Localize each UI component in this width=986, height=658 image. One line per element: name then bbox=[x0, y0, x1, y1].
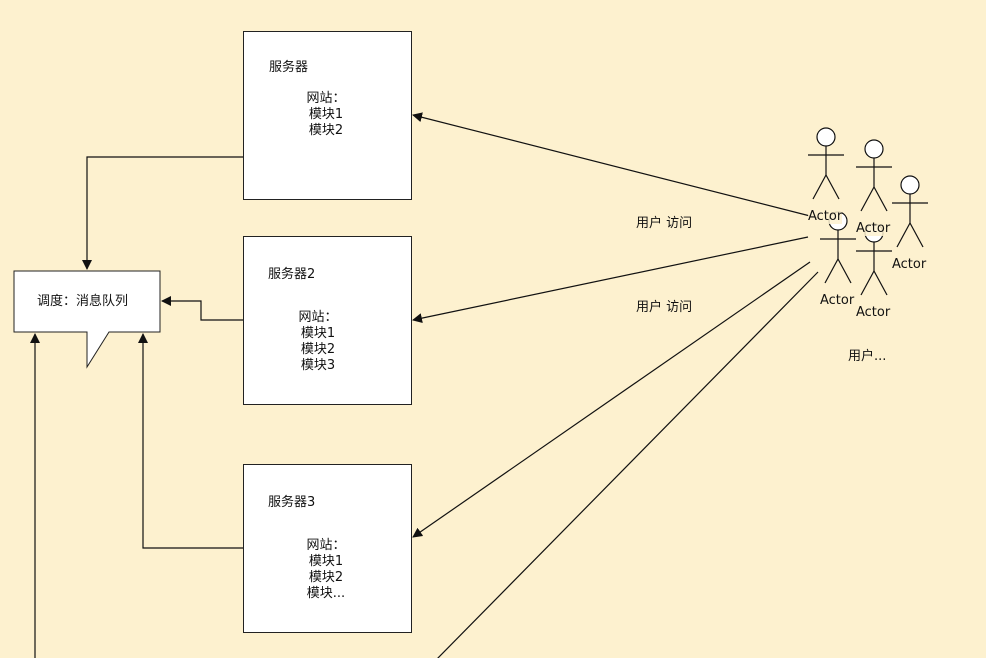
server-box-1[interactable] bbox=[243, 31, 412, 200]
server-title-2: 服务器2 bbox=[268, 267, 316, 282]
server-box-2[interactable] bbox=[243, 236, 412, 405]
actor-label: Actor bbox=[856, 305, 891, 320]
server-line: 模块1 bbox=[308, 554, 344, 569]
server-line: 网站： bbox=[298, 310, 338, 325]
server-content-2: 网站： 模块1 模块2 模块3 bbox=[282, 310, 354, 374]
server-content-1: 网站： 模块1 模块2 bbox=[290, 91, 362, 139]
server-line: 模块3 bbox=[300, 358, 336, 373]
actor-label: Actor bbox=[856, 221, 891, 236]
server-line: 模块... bbox=[306, 586, 346, 601]
server-line: 模块1 bbox=[308, 107, 344, 122]
connector-server1-to-scheduler[interactable] bbox=[82, 156, 243, 270]
actor-icon[interactable] bbox=[808, 127, 844, 200]
server-line: 模块2 bbox=[308, 570, 344, 585]
server-line: 网站： bbox=[306, 91, 346, 106]
actor-group-label: 用户... bbox=[848, 349, 887, 364]
actor-label: Actor bbox=[808, 209, 843, 224]
actor-icon[interactable] bbox=[820, 211, 856, 284]
server-title-1: 服务器 bbox=[269, 60, 309, 75]
server-content-3: 网站： 模块1 模块2 模块... bbox=[290, 538, 362, 602]
scheduler-callout-shape[interactable] bbox=[13, 270, 161, 369]
server-title-3: 服务器3 bbox=[268, 495, 316, 510]
edge-label-user-access-1: 用户 访问 bbox=[636, 216, 693, 231]
scheduler-label: 调度：消息队列 bbox=[37, 294, 129, 309]
server-line: 模块2 bbox=[300, 342, 336, 357]
actor-icon[interactable] bbox=[892, 175, 928, 248]
server-line: 模块2 bbox=[308, 123, 344, 138]
server-line: 网站： bbox=[306, 538, 346, 553]
server-line: 模块1 bbox=[300, 326, 336, 341]
access-arrow-server2[interactable] bbox=[412, 236, 809, 324]
access-arrow-server3[interactable] bbox=[412, 261, 811, 538]
actor-label: Actor bbox=[820, 293, 855, 308]
access-line-offscreen[interactable] bbox=[436, 271, 819, 658]
connector-server2-to-scheduler[interactable] bbox=[161, 296, 243, 321]
access-arrow-server1[interactable] bbox=[412, 112, 819, 219]
actor-icon[interactable] bbox=[856, 139, 892, 212]
connector-server3-to-scheduler[interactable] bbox=[138, 333, 243, 549]
actor-label: Actor bbox=[892, 257, 927, 272]
edge-label-user-access-2: 用户 访问 bbox=[636, 300, 693, 315]
server-box-3[interactable] bbox=[243, 464, 412, 633]
